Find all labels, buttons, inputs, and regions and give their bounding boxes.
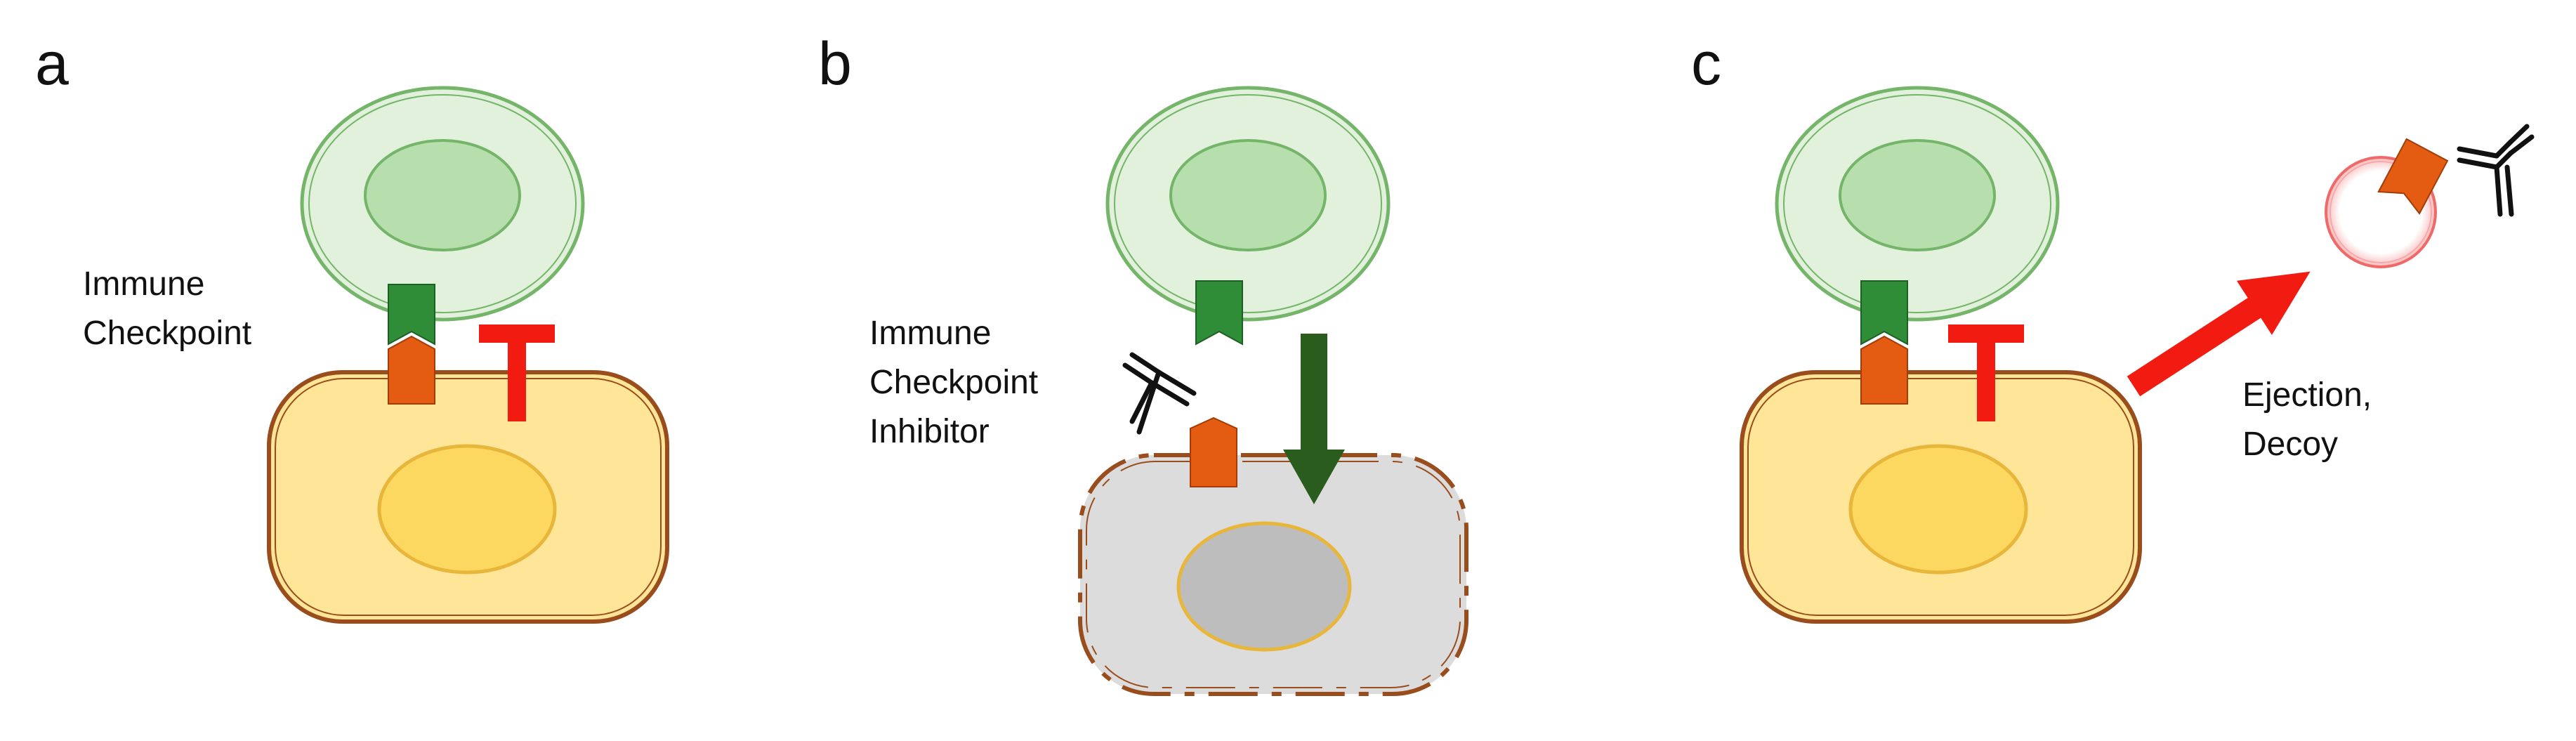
panel-b-letter: b — [818, 30, 852, 98]
checkpoint-ligand — [388, 335, 435, 405]
immune-cell — [1775, 86, 2060, 322]
antibody-icon — [2457, 124, 2535, 217]
panel-a: a Immune Checkpoint — [35, 30, 669, 624]
checkpoint-receptor — [1860, 280, 1908, 346]
immune-nucleus — [1169, 139, 1327, 251]
immune-nucleus — [1839, 139, 1996, 251]
tumor-cell — [1740, 370, 2142, 624]
immune-nucleus — [364, 139, 521, 251]
dying-tumor-cell — [1078, 453, 1468, 696]
panel-b-caption: Immune Checkpoint Inhibitor — [869, 315, 1047, 450]
immune-cell — [300, 86, 585, 322]
panel-a-letter: a — [35, 30, 69, 98]
panel-c-caption: Ejection, Decoy — [2242, 376, 2381, 463]
tumor-nucleus — [377, 444, 557, 575]
panel-c: c — [1691, 30, 2535, 624]
panel-a-caption: Immune Checkpoint — [83, 265, 251, 352]
checkpoint-ligand — [1190, 417, 1237, 487]
panel-b: b Immune Checkpoi — [818, 30, 1468, 696]
panel-c-letter: c — [1691, 30, 1721, 98]
immune-cell — [1105, 86, 1391, 322]
checkpoint-receptor — [1195, 280, 1243, 346]
dying-nucleus — [1176, 521, 1352, 652]
inhibition-symbol — [1948, 324, 2024, 421]
antibody-icon — [1122, 352, 1197, 435]
inhibition-symbol — [479, 324, 555, 421]
tumor-nucleus — [1848, 444, 2028, 575]
checkpoint-ligand — [2377, 138, 2449, 215]
cytotoxic-arrow — [1283, 334, 1345, 504]
checkpoint-ligand — [1860, 335, 1908, 405]
tumor-cell — [267, 370, 669, 624]
checkpoint-receptor — [388, 284, 435, 346]
ejection-arrow — [2127, 271, 2311, 397]
